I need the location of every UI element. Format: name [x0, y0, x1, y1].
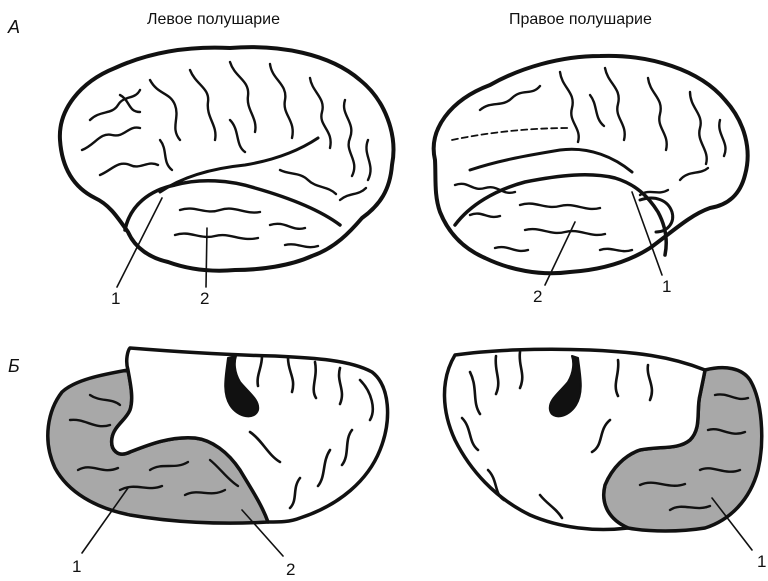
- left-temporal-lobe: [125, 181, 340, 230]
- left-hemisphere-section: [48, 348, 388, 556]
- right-sylvian-fissure: [470, 149, 632, 172]
- right-hemisphere-section: [444, 349, 761, 550]
- left-brain-outline: [60, 47, 394, 271]
- left-hemisphere-lateral-view: [60, 47, 394, 287]
- right-brain-outline: [434, 56, 748, 273]
- right-hemisphere-lateral-view: [434, 56, 748, 285]
